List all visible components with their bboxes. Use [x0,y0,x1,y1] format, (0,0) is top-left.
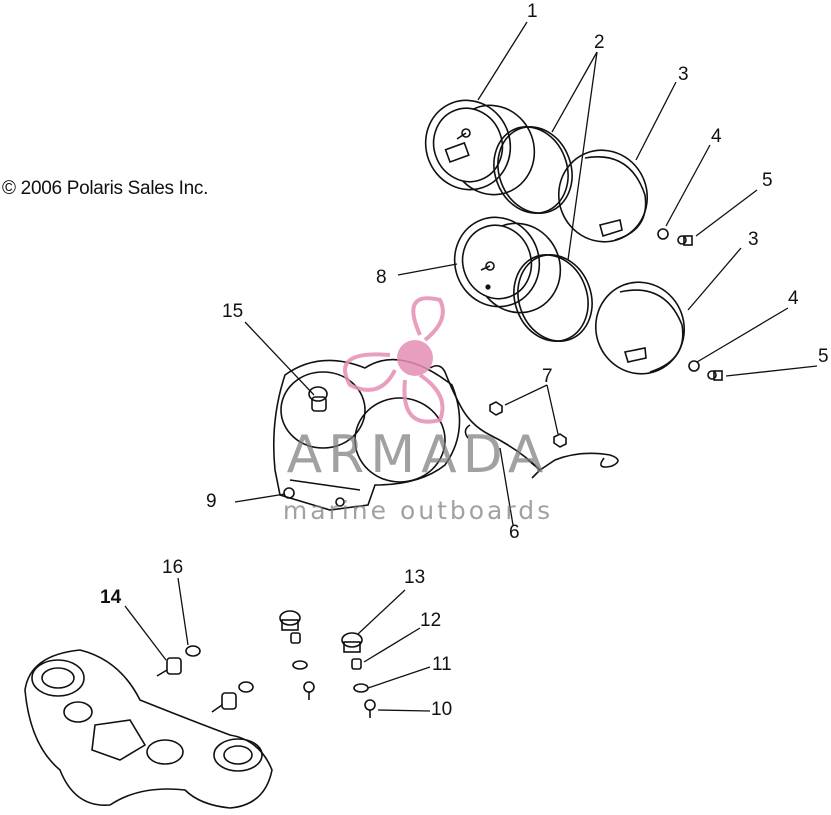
spacer-12b [351,658,362,670]
callout-12: 12 [420,610,442,631]
watermark-logo [343,296,445,424]
nut-7b [553,433,567,448]
callout-16: 16 [162,557,184,578]
bracket-9 [272,358,461,511]
washer-16a [185,645,201,657]
leader-8 [397,263,458,276]
callout-5a: 5 [762,170,773,191]
callout-4b: 4 [788,288,799,309]
screw-10a [303,681,315,700]
leader-2b [567,51,598,261]
nut-7a [489,401,503,416]
screw-10b [364,699,376,718]
gauge-1 [424,99,536,196]
washer-11a [292,660,308,670]
leader-7a [504,384,548,406]
leader-10 [377,709,431,712]
leader-6 [499,447,514,526]
callout-4a: 4 [711,126,722,147]
grommet-13b [341,632,363,653]
callout-8: 8 [376,267,387,288]
gauge-8 [453,216,562,314]
watermark-brand: ARMADA [286,425,550,485]
screw-5a [677,235,693,246]
leader-1 [477,21,528,101]
screw-5b [707,370,723,381]
leader-13 [357,589,406,635]
leader-14 [124,605,167,661]
leader-4a [665,144,711,227]
harness-6 [429,364,619,479]
leader-9 [234,493,286,503]
copyright-text: © 2006 Polaris Sales Inc. [2,178,209,199]
gauge-cup-3a [557,149,649,243]
callout-6: 6 [509,522,520,543]
callout-9: 9 [206,491,217,512]
callout-3b: 3 [748,229,759,250]
spacer-12a [290,632,301,644]
leader-15 [244,321,315,396]
grommet-13a [279,610,301,631]
washer-16b [238,681,254,693]
bumper-16a [156,657,182,677]
leader-4b [696,307,789,363]
bulb-15 [308,386,328,412]
leader-3a [635,81,677,161]
leader-5a [695,189,758,237]
callout-10: 10 [431,699,453,720]
leader-16 [177,577,189,646]
callout-11: 11 [432,654,452,675]
callout-14: 14 [100,587,122,608]
washer-4b [688,360,700,372]
gauge-cup-3b [594,281,686,375]
callout-15: 15 [222,301,244,322]
leader-2a [551,51,598,133]
leader-11 [367,666,431,689]
callout-3a: 3 [678,64,689,85]
callout-5b: 5 [818,346,829,367]
gauge-ring-2b [513,254,593,342]
leader-7b [546,384,559,435]
callout-7: 7 [542,366,553,387]
bumper-16b [211,692,237,713]
callout-13: 13 [404,567,426,588]
washer-11b [353,683,369,693]
callout-1: 1 [527,1,538,22]
gauge-ring-2a [493,126,573,214]
washer-4a [657,228,669,240]
leader-12 [363,627,421,663]
watermark-tagline: marine outboards [282,496,554,525]
leader-3b [687,247,742,311]
mount-14 [24,649,273,809]
callout-2: 2 [594,32,605,53]
leader-5b [725,365,818,377]
